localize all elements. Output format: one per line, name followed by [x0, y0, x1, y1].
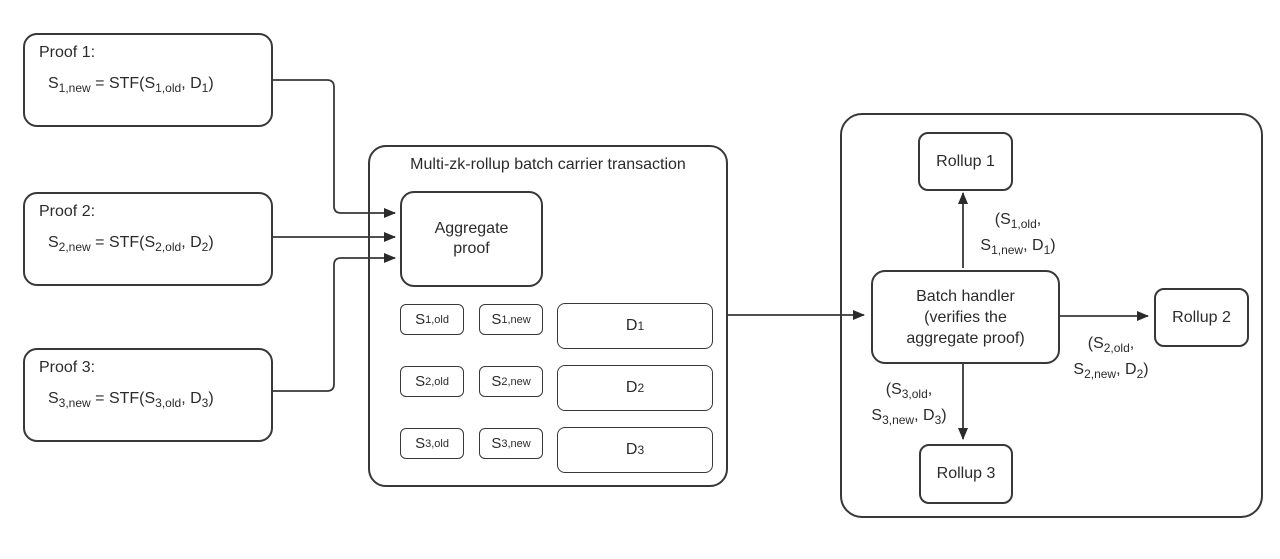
proof-2-title: Proof 2: [39, 203, 96, 220]
proof-1-box: Proof 1: S1,new = STF(S1,old, D1) [23, 33, 273, 127]
proof-1-formula: S1,new = STF(S1,old, D1) [48, 75, 214, 96]
proof-3-formula: S3,new = STF(S3,old, D3) [48, 390, 214, 411]
proof-3-title: Proof 3: [39, 359, 96, 376]
rollup-1-box: Rollup 1 [918, 132, 1013, 191]
rollup-2-box: Rollup 2 [1154, 288, 1249, 347]
carrier-transaction-title: Multi-zk-rollup batch carrier transactio… [410, 156, 686, 173]
proof-1-title: Proof 1: [39, 44, 96, 61]
proof-2-box: Proof 2: S2,new = STF(S2,old, D2) [23, 192, 273, 286]
rollup-2-edge-label: (S2,old,S2,new, D2) [1073, 335, 1149, 382]
carrier-transaction-box: Multi-zk-rollup batch carrier transactio… [368, 145, 728, 487]
proof-2-formula: S2,new = STF(S2,old, D2) [48, 234, 214, 255]
rollup-1-edge-label: (S1,old,S1,new, D1) [980, 211, 1056, 258]
rollup-3-box: Rollup 3 [919, 444, 1013, 504]
rollup-3-edge-label: (S3,old,S3,new, D3) [871, 381, 947, 428]
proof-3-box: Proof 3: S3,new = STF(S3,old, D3) [23, 348, 273, 442]
